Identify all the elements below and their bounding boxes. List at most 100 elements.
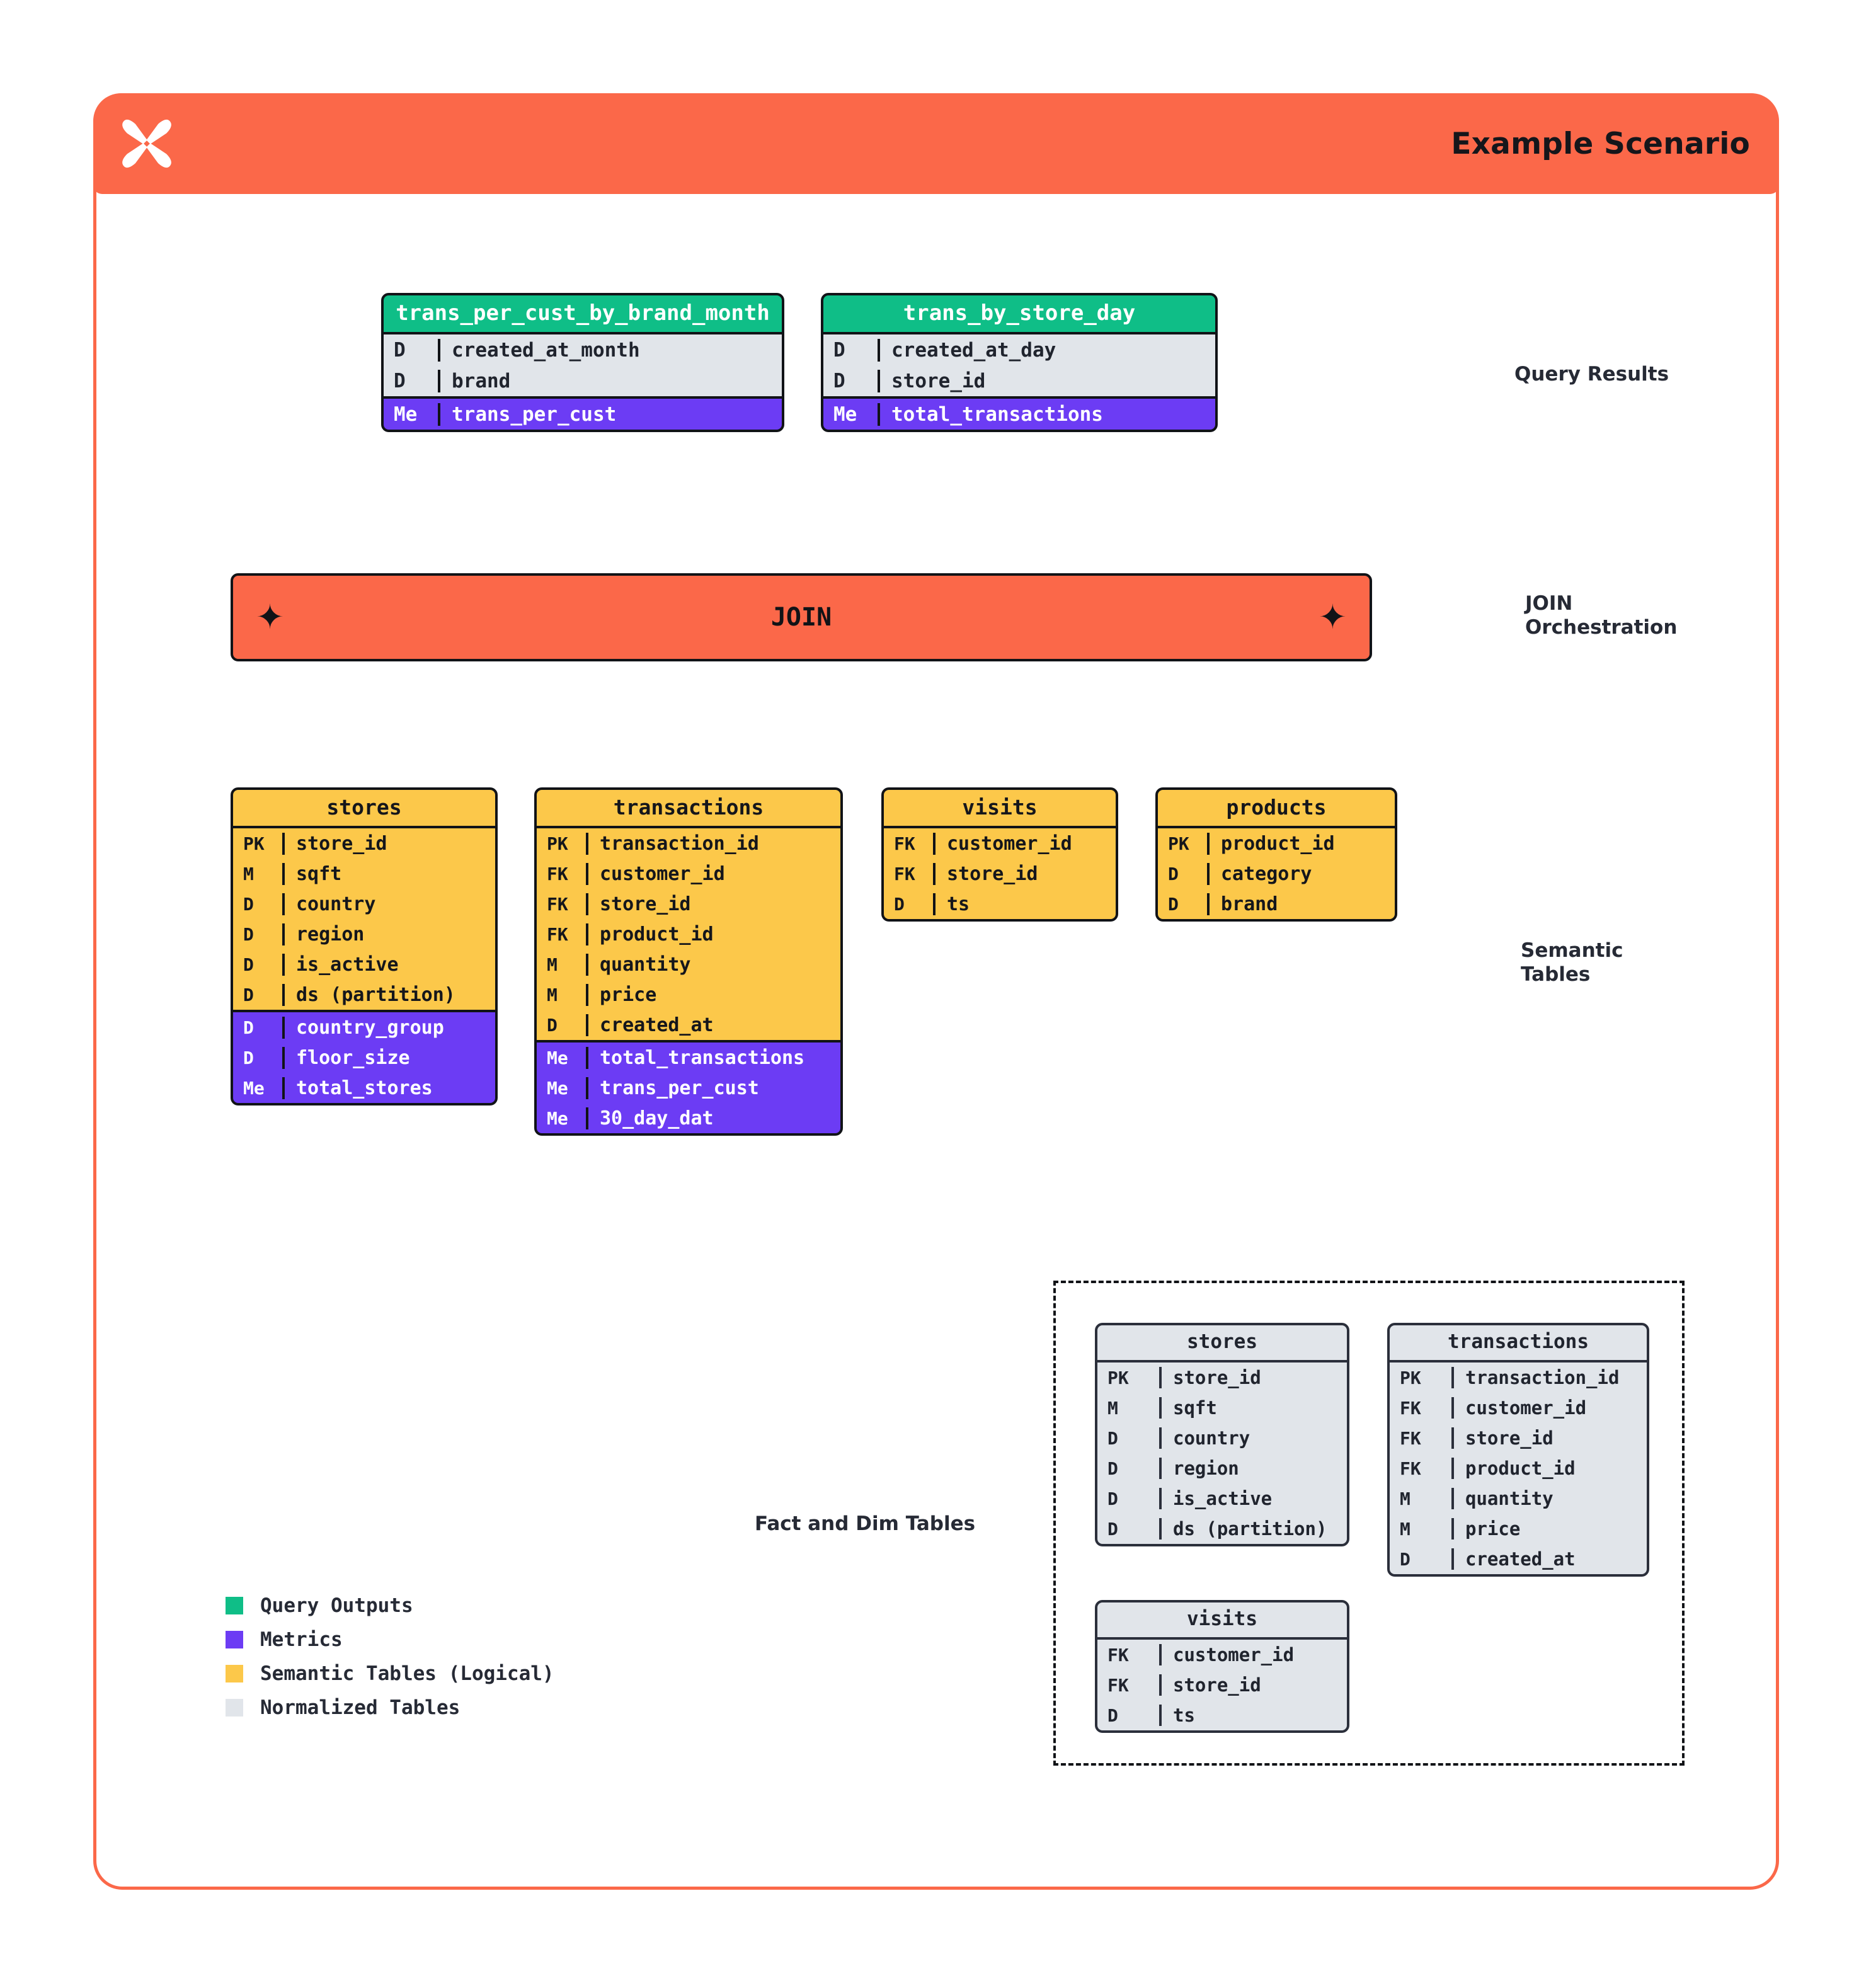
column-kind: FK <box>1400 1397 1421 1419</box>
table-row[interactable]: Me total_transactions <box>823 399 1215 430</box>
annotation-semantic-tables: Semantic Tables <box>1521 939 1623 986</box>
column-name: total_stores <box>282 1077 495 1099</box>
column-kind: M <box>243 863 254 884</box>
legend-item-semantic-tables: Semantic Tables (Logical) <box>226 1657 554 1691</box>
column-kind: FK <box>547 923 568 945</box>
column-name: customer_id <box>933 832 1116 855</box>
column-name: store_id <box>282 832 495 855</box>
table-title: stores <box>231 787 498 828</box>
table-row[interactable]: D brand <box>384 365 782 396</box>
query-result-table-trans-per-cust-by-brand-month[interactable]: trans_per_cust_by_brand_month D created_… <box>381 293 784 432</box>
column-kind: D <box>1400 1548 1410 1570</box>
column-name: total_transactions <box>586 1046 840 1069</box>
column-name: country_group <box>282 1016 495 1039</box>
column-kind: M <box>547 954 558 975</box>
column-name: region <box>1159 1458 1347 1479</box>
column-kind: D <box>243 984 254 1005</box>
table-row[interactable]: D created_at_day <box>823 334 1215 365</box>
column-kind: D <box>243 923 254 945</box>
column-name: created_at <box>1451 1548 1647 1570</box>
column-kind: FK <box>547 863 568 884</box>
legend-swatch-icon <box>226 1631 243 1648</box>
column-name: is_active <box>282 953 495 976</box>
column-name: store_id <box>933 862 1116 885</box>
column-name: customer_id <box>1159 1644 1347 1665</box>
column-name: transaction_id <box>1451 1367 1647 1388</box>
column-name: 30_day_dat <box>586 1107 840 1129</box>
x-star-logo-icon <box>121 118 173 169</box>
annotation-join-orchestration: JOIN Orchestration <box>1525 592 1678 639</box>
table-row[interactable]: D store_id <box>823 365 1215 396</box>
column-name: sqft <box>282 862 495 885</box>
table-row[interactable]: PK transaction_id <box>1390 1362 1647 1393</box>
table-row[interactable]: Me trans_per_cust <box>384 399 782 430</box>
table-title: transactions <box>1387 1323 1649 1362</box>
card-header: Example Scenario <box>93 93 1779 194</box>
legend-label: Metrics <box>260 1628 343 1651</box>
column-name: ds (partition) <box>1159 1518 1347 1540</box>
column-kind: D <box>894 893 905 915</box>
join-orchestration-bar[interactable]: ✦ JOIN ✦ <box>231 573 1372 661</box>
legend-label: Query Outputs <box>260 1594 413 1617</box>
legend-swatch-icon <box>226 1699 243 1717</box>
table-row[interactable]: D created_at_month <box>384 334 782 365</box>
column-kind: M <box>1400 1518 1410 1540</box>
column-name: sqft <box>1159 1397 1347 1419</box>
dimension-group: D created_at_day D store_id <box>821 334 1218 399</box>
query-result-table-trans-by-store-day[interactable]: trans_by_store_day D created_at_day D st… <box>821 293 1218 432</box>
column-name: brand <box>1207 893 1395 915</box>
column-kind: PK <box>1400 1367 1421 1388</box>
column-name: brand <box>438 369 782 392</box>
